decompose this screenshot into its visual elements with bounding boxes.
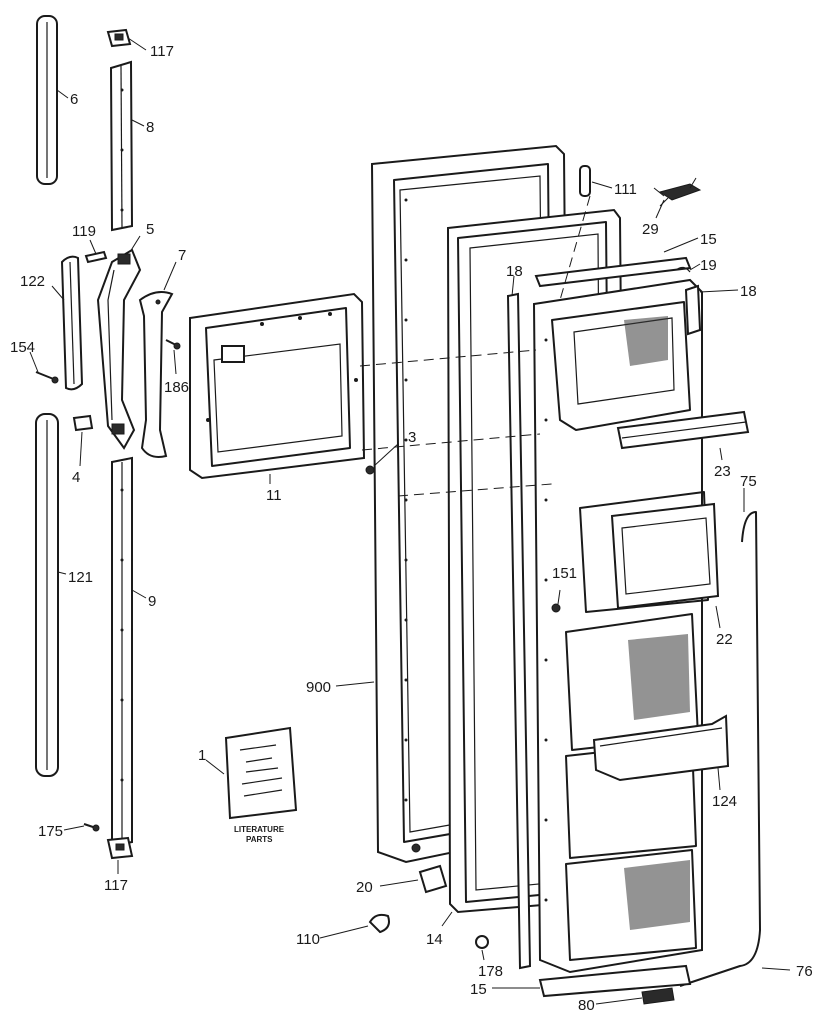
label-22: 22 xyxy=(716,631,733,648)
part-9-channel xyxy=(111,456,133,848)
part-4-block xyxy=(72,414,94,432)
label-18-left: 18 xyxy=(506,263,523,280)
part-124-shelf xyxy=(592,714,730,782)
part-122-handle-strip xyxy=(60,255,84,391)
label-7: 7 xyxy=(178,247,186,264)
part-117-top-cap xyxy=(106,28,132,48)
part-110-cap xyxy=(368,913,390,934)
label-76: 76 xyxy=(796,963,813,980)
part-111-pin xyxy=(579,165,591,197)
label-111: 111 xyxy=(614,181,637,198)
part-154-screw xyxy=(35,371,59,384)
label-154: 154 xyxy=(10,339,35,356)
label-117-top: 117 xyxy=(150,43,174,60)
label-23: 23 xyxy=(714,463,731,480)
part-23-shelf-bar xyxy=(616,410,750,450)
part-121-trim-strip xyxy=(35,413,59,777)
part-29-wire-bundle xyxy=(653,177,702,207)
part-7-handle-cover xyxy=(138,291,174,458)
label-124: 124 xyxy=(712,793,737,810)
label-75: 75 xyxy=(740,473,757,490)
part-119-clip xyxy=(84,250,108,264)
label-119: 119 xyxy=(72,223,96,240)
label-186: 186 xyxy=(164,379,189,396)
part-15-top-bracket xyxy=(534,256,692,288)
leader-lines xyxy=(29,37,791,1005)
label-175: 175 xyxy=(38,823,63,840)
part-20-valve xyxy=(411,843,448,894)
label-151: 151 xyxy=(552,565,577,582)
part-80-fasteners xyxy=(641,987,675,1005)
label-20: 20 xyxy=(356,879,373,896)
label-121: 121 xyxy=(68,569,93,586)
part-178-grommet xyxy=(475,935,489,949)
label-15-bottom: 15 xyxy=(470,981,487,998)
label-15-top: 15 xyxy=(700,231,717,248)
label-14: 14 xyxy=(426,931,443,948)
label-9: 9 xyxy=(148,593,156,610)
part-75-76-wire-rod xyxy=(679,511,761,987)
label-178: 178 xyxy=(478,963,503,980)
label-18-right: 18 xyxy=(740,283,757,300)
literature-line-2: PARTS xyxy=(246,835,273,844)
part-175-screw xyxy=(83,823,100,832)
part-5-door-handle xyxy=(96,248,142,450)
label-900: 900 xyxy=(306,679,331,696)
part-11-dispenser-frame xyxy=(189,292,366,480)
label-6: 6 xyxy=(70,91,78,108)
literature-line-1: LITERATURE xyxy=(234,825,285,834)
label-29: 29 xyxy=(642,221,659,238)
label-80: 80 xyxy=(578,997,595,1014)
label-122: 122 xyxy=(20,273,45,290)
part-151-screw xyxy=(551,603,561,613)
door-liner xyxy=(532,278,709,974)
label-1: 1 xyxy=(198,747,206,764)
label-3: 3 xyxy=(408,429,416,446)
part-186-screw xyxy=(165,339,181,350)
label-5: 5 xyxy=(146,221,154,238)
label-19: 19 xyxy=(700,257,717,274)
part-number-labels: 117 6 8 119 5 7 122 154 186 4 3 11 121 9… xyxy=(10,43,813,1014)
projection-lines xyxy=(359,195,591,497)
part-1-literature-booklet xyxy=(224,726,298,820)
label-4: 4 xyxy=(72,469,80,486)
part-3-nut xyxy=(365,465,375,475)
label-117-bottom: 117 xyxy=(104,877,128,894)
part-6-trim-strip xyxy=(36,15,58,185)
part-18-right-strip xyxy=(684,284,702,336)
label-8: 8 xyxy=(146,119,154,136)
part-19-spring xyxy=(675,266,691,273)
part-117-bottom-cap xyxy=(106,836,134,860)
part-22-dispenser-panel xyxy=(610,502,720,610)
part-8-channel xyxy=(109,60,134,232)
part-15-bottom-bracket xyxy=(538,964,692,998)
label-110: 110 xyxy=(296,931,320,948)
part-18-left-strip xyxy=(506,292,532,970)
label-11: 11 xyxy=(266,487,282,504)
